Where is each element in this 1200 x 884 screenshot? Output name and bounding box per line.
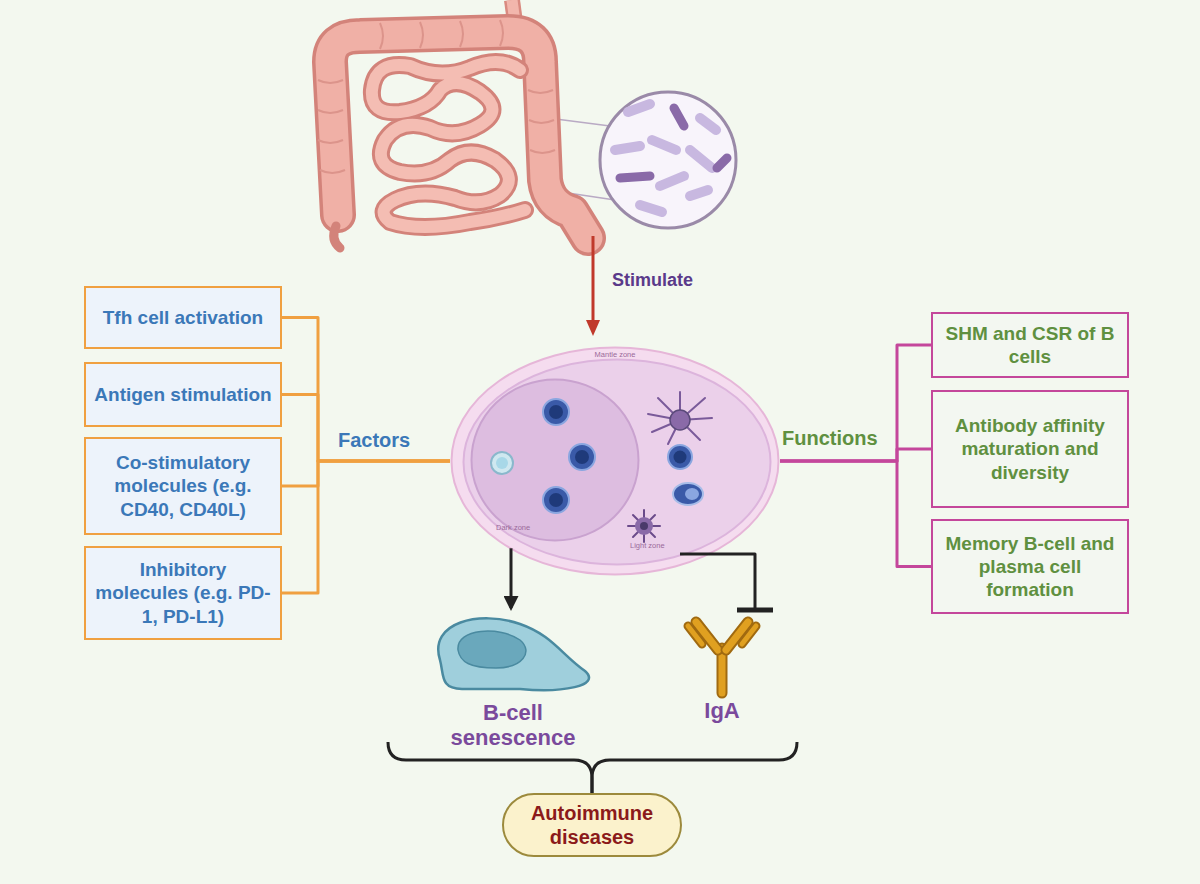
group-label: Functions — [782, 426, 878, 450]
factor-box: Co-stimulatory molecules (e.g. CD40, CD4… — [84, 437, 282, 535]
node-text: Light zone — [630, 542, 665, 550]
node-text: Antibody affinity maturation and diversi… — [933, 414, 1127, 484]
connector — [780, 461, 931, 567]
senescence-cell: B-cell senescence — [388, 608, 598, 742]
light-zone: Light zone Dark zone — [462, 358, 772, 566]
connector — [780, 345, 931, 461]
node-text: Inhibitory molecules (e.g. PD-1, PD-L1) — [86, 558, 280, 628]
connector — [592, 742, 797, 793]
stimulus-label: Stimulate — [612, 270, 693, 292]
connector — [282, 461, 450, 486]
function-box: Antibody affinity maturation and diversi… — [931, 390, 1129, 508]
factor-box: Antigen stimulation — [84, 362, 282, 427]
node-text: B-cell senescence — [443, 700, 583, 751]
factor-box: Tfh cell activation — [84, 286, 282, 349]
node-text: IgA — [662, 698, 782, 723]
connector — [780, 449, 931, 461]
node-text: Autoimmune diseases — [504, 801, 680, 849]
outcome-box: Autoimmune diseases — [502, 793, 682, 857]
node-text: Antigen stimulation — [88, 383, 277, 406]
germinal-center: Mantle zoneLight zone Dark zone — [450, 346, 780, 576]
node-text: Memory B-cell and plasma cell formation — [933, 532, 1127, 602]
connector — [510, 548, 513, 608]
node-text: Co-stimulatory molecules (e.g. CD40, CD4… — [86, 451, 280, 521]
inhibition-bar — [737, 608, 773, 613]
function-box: Memory B-cell and plasma cell formation — [931, 519, 1129, 614]
connector — [282, 461, 450, 593]
connector — [282, 318, 450, 462]
factor-box: Inhibitory molecules (e.g. PD-1, PD-L1) — [84, 546, 282, 640]
ellipse-outline — [470, 378, 640, 542]
node-text: SHM and CSR of B cells — [933, 322, 1127, 368]
node-text: Tfh cell activation — [97, 306, 269, 329]
node-text: Dark zone — [496, 524, 530, 532]
function-box: SHM and CSR of B cells — [931, 312, 1129, 378]
dark-zone: Dark zone — [470, 378, 640, 542]
iga-antibody: IgA — [660, 610, 797, 742]
group-label: Factors — [338, 428, 410, 452]
node-text: Mantle zone — [595, 351, 636, 359]
connector — [282, 395, 450, 462]
